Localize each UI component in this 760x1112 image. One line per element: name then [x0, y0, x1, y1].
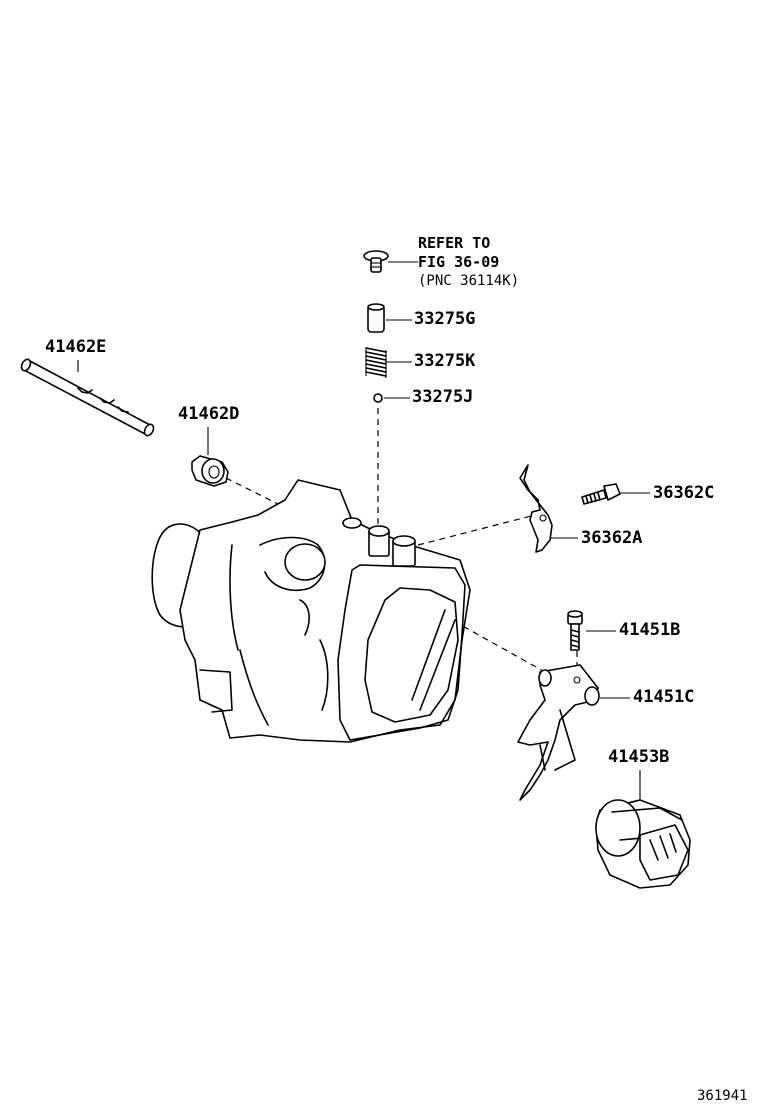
part-label-33275k: 33275K [414, 351, 476, 371]
part-label-33275g: 33275G [414, 309, 476, 329]
part-label-36362a: 36362A [581, 528, 643, 548]
refer-note-line1: REFER TO [418, 234, 491, 252]
bolt-41451b [567, 610, 583, 651]
bushing-41462d [191, 455, 229, 487]
ball-33275j [373, 393, 383, 403]
part-label-41462d: 41462D [178, 404, 240, 424]
transfer-housing [151, 479, 471, 743]
part-label-36362c: 36362C [653, 483, 715, 503]
bolt-36362c [581, 483, 621, 505]
part-label-41462e: 41462E [45, 337, 107, 357]
spring-33275k [365, 347, 387, 378]
part-label-41451c: 41451C [633, 687, 695, 707]
bracket-36362a [519, 464, 553, 553]
pin-33275g [367, 303, 385, 333]
figure-number: 361941 [697, 1088, 748, 1104]
screw-part [363, 250, 389, 273]
refer-note-line2: FIG 36-09 [418, 253, 500, 271]
part-label-41451b: 41451B [619, 620, 681, 640]
refer-note-line3: (PNC 36114K) [418, 273, 520, 289]
shaft-41462e [20, 358, 155, 437]
part-label-33275j: 33275J [412, 387, 474, 407]
fork-41451c [517, 664, 600, 801]
part-label-41453b: 41453B [608, 747, 670, 767]
leader-lines [77, 261, 650, 800]
sleeve-41453b [595, 799, 691, 889]
